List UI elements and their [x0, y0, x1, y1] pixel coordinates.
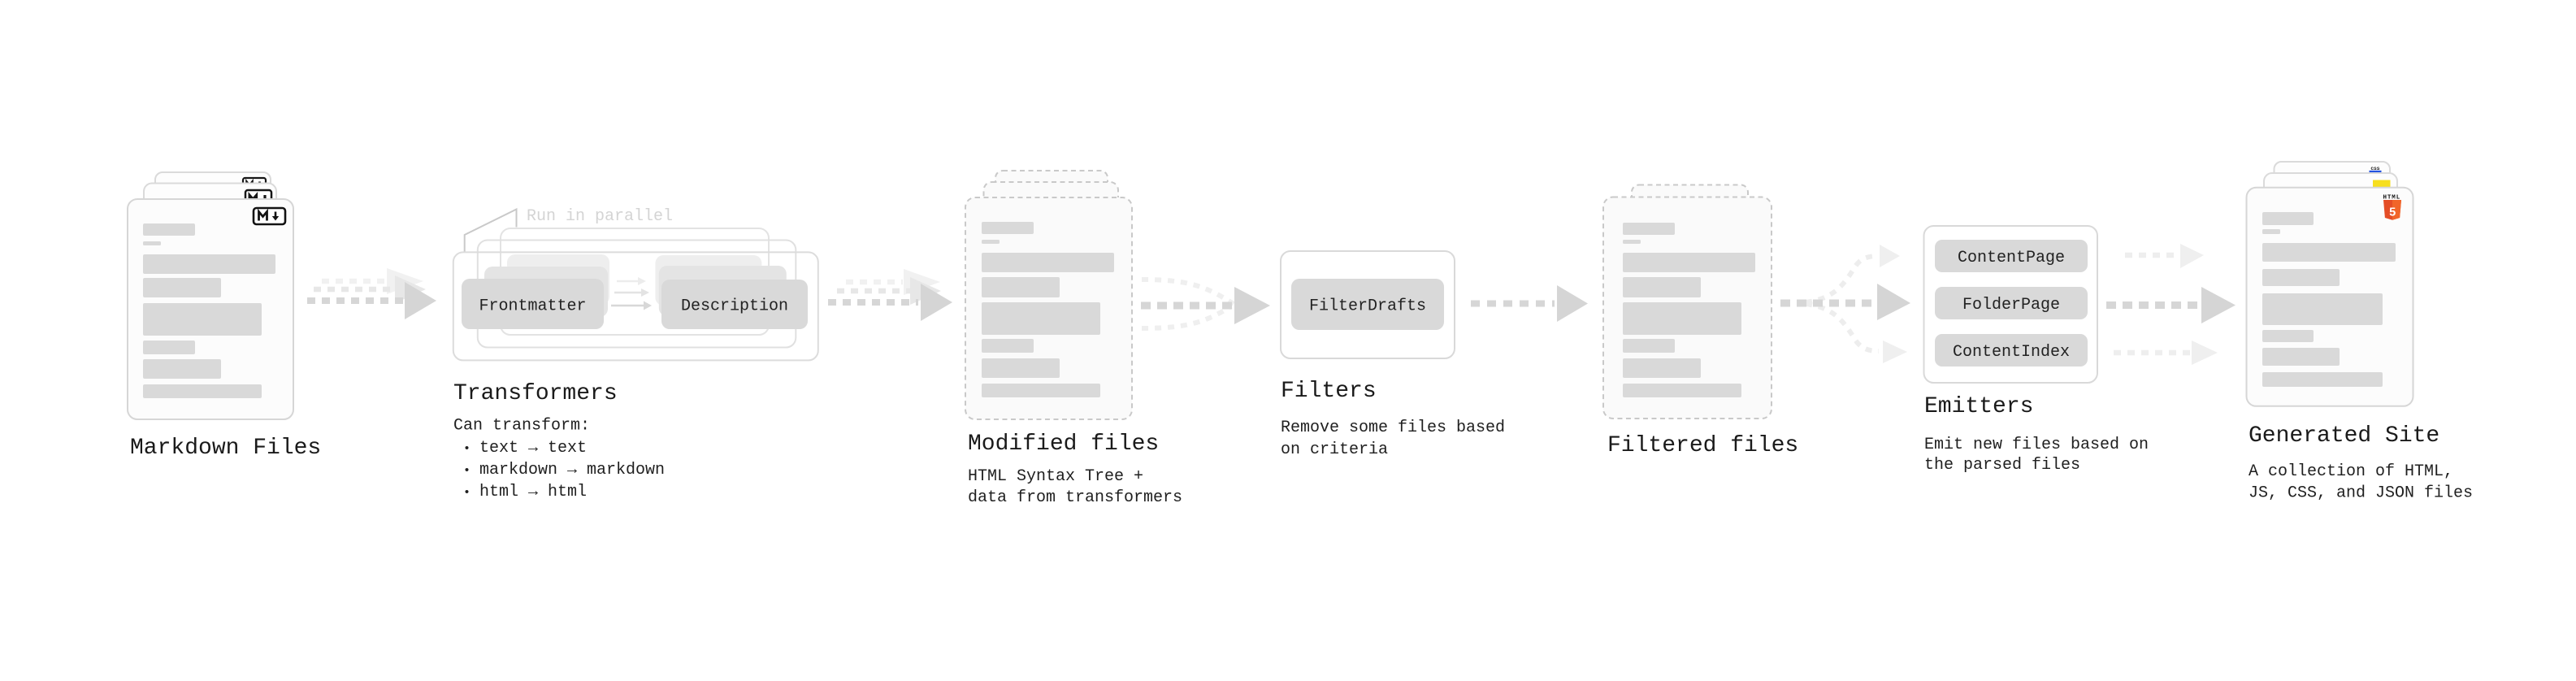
svg-text:Filtered files: Filtered files [1607, 433, 1798, 458]
svg-text:•markdown → markdown: •markdown → markdown [463, 461, 665, 479]
svg-text:Can transform:: Can transform: [453, 417, 590, 436]
svg-text:FolderPage: FolderPage [1962, 296, 2060, 314]
svg-text:Run in parallel: Run in parallel [527, 207, 673, 226]
svg-text:HTML Syntax Tree +: HTML Syntax Tree + [968, 467, 1143, 486]
svg-text:data from transformers: data from transformers [968, 488, 1182, 507]
svg-text:Modified files: Modified files [968, 432, 1159, 457]
svg-text:Frontmatter: Frontmatter [479, 297, 586, 316]
svg-text:Emit new files based on: Emit new files based on [1924, 436, 2149, 454]
svg-text:FilterDrafts: FilterDrafts [1309, 297, 1426, 316]
svg-text:Emitters: Emitters [1924, 394, 2033, 419]
svg-text:Transformers: Transformers [453, 381, 618, 406]
svg-text:CSS: CSS [2371, 166, 2380, 171]
svg-text:•html → html: •html → html [463, 483, 587, 501]
svg-text:Markdown Files: Markdown Files [130, 436, 321, 461]
svg-text:on criteria: on criteria [1281, 440, 1388, 459]
svg-text:5: 5 [2389, 207, 2396, 220]
svg-text:A collection of HTML,: A collection of HTML, [2249, 462, 2453, 481]
svg-text:•text → text: •text → text [463, 439, 587, 458]
svg-text:ContentPage: ContentPage [1958, 249, 2065, 267]
svg-text:the parsed files: the parsed files [1924, 456, 2080, 475]
svg-text:Generated Site: Generated Site [2249, 423, 2439, 449]
svg-text:HTML: HTML [2383, 195, 2401, 202]
svg-text:Remove some files based: Remove some files based [1281, 419, 1505, 437]
svg-text:ContentIndex: ContentIndex [1953, 343, 2070, 362]
svg-text:Description: Description [681, 297, 788, 316]
svg-text:JS, CSS, and JSON files: JS, CSS, and JSON files [2249, 484, 2473, 503]
svg-text:Filters: Filters [1281, 379, 1377, 404]
